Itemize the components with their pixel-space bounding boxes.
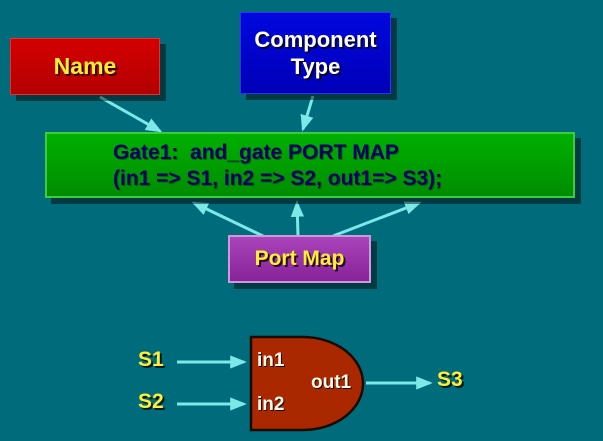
port-map-box: Port Map: [228, 235, 371, 283]
arrow-portmap-to-out1: [332, 201, 422, 238]
signal-s3-label: S3: [437, 368, 463, 391]
arrow-portmap-to-in1: [191, 201, 264, 238]
port-map-statement-line1: Gate1: and_gate PORT MAP: [113, 141, 399, 164]
port-map-statement-box: Gate1: and_gate PORT MAP (in1 => S1, in2…: [45, 132, 575, 198]
gate-pin-out1-label: out1: [311, 372, 352, 393]
gate-pin-in1-label: in1: [257, 350, 285, 371]
component-type-box-label: Component Type: [254, 26, 377, 80]
arrow-name-to-code: [99, 95, 163, 133]
component-type-box: Component Type: [240, 12, 391, 94]
port-map-box-label: Port Map: [254, 247, 345, 270]
signal-s1-label: S1: [138, 348, 164, 371]
signal-s2-label: S2: [138, 390, 164, 413]
port-map-statement-line2: (in1 => S1, in2 => S2, out1=> S3);: [113, 167, 443, 190]
gate-pin-in2-label: in2: [257, 394, 285, 415]
arrow-componenttype-to-code: [300, 95, 315, 132]
name-box-label: Name: [53, 53, 117, 79]
arrow-portmap-to-in2: [290, 200, 305, 237]
name-box: Name: [10, 38, 160, 95]
